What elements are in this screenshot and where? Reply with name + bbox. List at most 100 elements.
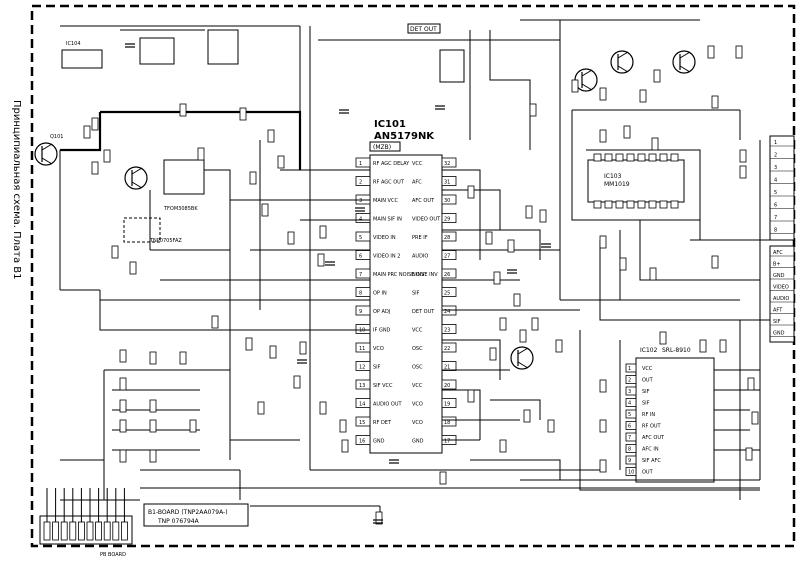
resistor: [83, 125, 91, 139]
resistor: [499, 317, 507, 331]
resistor: [149, 449, 157, 463]
ic103-ref: IC103: [604, 173, 622, 180]
ic101-right-pin-label: VCC: [412, 328, 423, 334]
ic101-left-pin-num: 9: [359, 309, 362, 315]
ic107-part2: TNP0705FAZ: [149, 238, 182, 244]
resistor: [91, 161, 99, 175]
ic106-body: [207, 29, 239, 65]
bottom-pin-box: [52, 521, 59, 541]
resistor: [599, 87, 607, 101]
resistor: [639, 89, 647, 103]
ic101-left-pin-label: MAIN PRC NOISE INV: [373, 272, 425, 278]
ic101-right-pin-label: OSC: [412, 365, 423, 371]
det-out-box: [407, 23, 441, 34]
resistor: [149, 351, 157, 365]
bottom-pin-box: [69, 521, 77, 541]
rc-lower-pin: AFC: [773, 250, 783, 256]
resistor: [257, 401, 265, 415]
ic102-pin-box: [625, 386, 637, 396]
resistor: [339, 419, 347, 433]
rc-lower-pin: GND: [773, 331, 785, 337]
ic101-left-pin-label: MAIN SIF IN: [373, 217, 402, 223]
resistor: [261, 203, 269, 217]
ic101-suffix: (MZB): [373, 144, 391, 151]
resistor: [299, 341, 307, 355]
resistor: [747, 377, 755, 391]
ic101-right-pin-label: VCO: [412, 420, 423, 426]
resistor: [119, 349, 127, 363]
ic103-pin-top: [615, 153, 624, 162]
ic101-right-pin-num: 20: [444, 383, 450, 389]
ic101-right-pin-box: [441, 324, 457, 334]
resistor: [659, 331, 667, 345]
ic101-right-pin-num: 23: [444, 328, 450, 334]
det-out-label: DET OUT: [410, 26, 437, 33]
ic103-pin-bottom: [637, 200, 646, 209]
ic101-right-pin-num: 22: [444, 346, 450, 352]
ic101-right-pin-box: [441, 379, 457, 390]
ic102-pin-num: 3: [628, 389, 631, 395]
ic101-left-pin-num: 3: [359, 198, 362, 204]
ic103-pins: [593, 153, 679, 209]
ic101-left-pin-box: [355, 287, 371, 297]
ic101-right-pin-box: [441, 416, 457, 427]
ic101-right-pin-label: AFC: [412, 180, 422, 186]
ic104-body: [61, 49, 103, 69]
ic101-right-pin-label: AFC OUT: [412, 198, 435, 204]
ic103-block: IC103 MM1019: [587, 153, 685, 209]
resistor: [619, 257, 627, 271]
rc-upper-pin: 4: [774, 178, 777, 184]
bottom-pin-box: [112, 521, 120, 541]
resistor: [707, 45, 715, 59]
ic101-right-pin-box: [441, 231, 457, 242]
ic102-pin-box: [625, 421, 637, 430]
rc-upper-pin: 3: [774, 165, 777, 171]
resistor: [287, 231, 295, 245]
ic102-pin-label: OUT: [642, 470, 654, 476]
ic101-left-pin-box: [355, 268, 371, 279]
resistor: [735, 45, 743, 59]
ic102-pin-label: RF OUT: [642, 424, 662, 430]
transistor-q101: [34, 142, 58, 166]
ic102-pin-label: VCC: [642, 366, 653, 372]
bottom-pin-box: [95, 521, 102, 541]
resistor: [375, 511, 383, 525]
transistor-q105: [672, 50, 696, 74]
ic101-right-pin-num: 28: [444, 235, 450, 241]
ic101-right-pin-num: 25: [444, 291, 450, 297]
bottom-pin-box: [78, 521, 85, 541]
ic101-right-pin-label: OSC: [412, 346, 423, 352]
ic102-pin-num: 2: [628, 378, 631, 384]
resistor: [439, 471, 447, 485]
ic103-pin-bottom: [615, 200, 624, 209]
ic101-left-pin-label: GND: [373, 439, 385, 445]
bottom-pin-box: [121, 521, 128, 541]
resistor: [599, 379, 607, 393]
resistor: [649, 267, 657, 281]
resistor: [269, 345, 277, 359]
right-connector-upper: [769, 135, 795, 241]
resistor: [319, 401, 327, 415]
resistor: [653, 69, 661, 83]
ic102-pin-label: OUT: [642, 378, 654, 384]
resistor: [571, 79, 579, 93]
ic101-left-pin-num: 2: [359, 180, 362, 186]
ic102-pin-num: 7: [628, 435, 631, 441]
resistor: [513, 293, 521, 307]
ic102-pin-box: [625, 455, 637, 465]
ic101-left-pin-label: RF AGC OUT: [373, 180, 405, 186]
resistor: [531, 317, 539, 331]
ic101-right-pin-label: VCO: [412, 402, 423, 408]
resistor: [623, 125, 631, 139]
ic101-left-pin-box: [355, 416, 371, 427]
ic107-body: [163, 159, 205, 195]
ic101-right-pin-label: VIDEO OUT: [412, 217, 441, 223]
resistor: [319, 225, 327, 239]
ic101-left-pin-num: 11: [359, 346, 365, 352]
ic101-right-pin-label: AUDIO: [412, 254, 428, 260]
